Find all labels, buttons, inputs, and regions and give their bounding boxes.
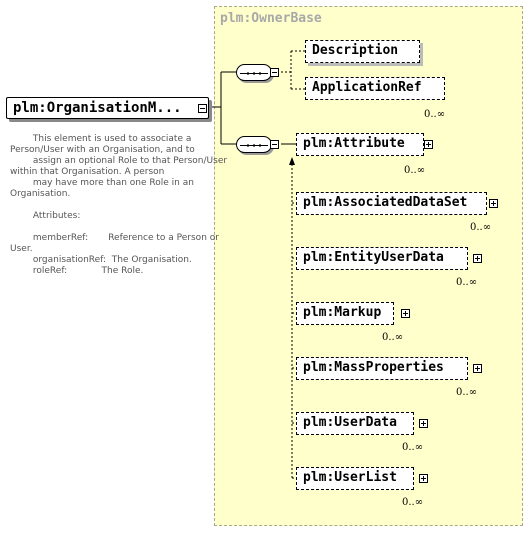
cardinality-label: 0..∞ [470,222,492,233]
documentation-line: assign an optional Role to that Person/U… [10,156,228,166]
element-label: Description [312,43,399,58]
element-label: plm:UserList [303,470,397,485]
element-node-markup[interactable]: plm:Markup [296,302,410,328]
element-label: plm:AssociatedDataSet [303,195,468,210]
collapse-icon[interactable] [198,104,207,113]
element-node-userlist[interactable]: plm:UserList [296,467,428,493]
documentation-line [10,222,210,233]
element-node-userdata[interactable]: plm:UserData [296,412,428,438]
expand-icon[interactable] [473,254,482,263]
element-node-entityuserdata[interactable]: plm:EntityUserData [296,247,482,273]
cardinality-label: 0..∞ [382,332,404,343]
expand-icon[interactable] [401,309,410,318]
documentation-line: organisationRef: The Organisation. [10,255,192,265]
documentation-line: within that Organisation. A person [10,167,165,177]
documentation-line: User. [10,244,33,254]
cardinality-label: 0..∞ [456,277,478,288]
expand-icon[interactable] [424,140,433,149]
collapse-icon[interactable] [270,68,279,77]
expand-icon[interactable] [489,199,498,208]
cardinality-label: 0..∞ [402,497,424,508]
cardinality-label: 0..∞ [456,387,478,398]
element-node-associateddataset[interactable]: plm:AssociatedDataSet [296,192,498,218]
element-node-applicationref[interactable]: ApplicationRef [305,77,448,103]
expand-icon[interactable] [419,474,428,483]
cardinality-label: 0..∞ [424,109,446,120]
documentation-line: roleRef: The Role. [10,266,144,276]
documentation-line [10,200,210,211]
element-label: plm:EntityUserData [303,250,444,265]
collapse-icon[interactable] [270,140,279,149]
cardinality-label: 0..∞ [404,165,426,176]
element-label: ApplicationRef [312,80,422,95]
element-node-attribute[interactable]: plm:Attribute [296,133,433,159]
element-node-massproperties[interactable]: plm:MassProperties [296,357,482,383]
documentation-line: memberRef: Reference to a Person or [10,233,219,243]
root-element-label: plm:OrganisationM... [13,100,182,116]
ownerbase-group-title: plm:OwnerBase [220,11,322,26]
expand-icon[interactable] [473,364,482,373]
element-label: plm:Markup [303,305,382,320]
sequence-dots-icon [240,144,268,147]
element-node-description[interactable]: Description [305,40,420,63]
sequence-compositor-bottom [236,136,272,153]
root-element-node[interactable]: plm:OrganisationM... [6,97,209,119]
cardinality-label: 0..∞ [402,442,424,453]
documentation-line: Attributes: [10,211,81,221]
element-label: plm:UserData [303,415,397,430]
element-label: plm:Attribute [303,136,405,151]
documentation-line: may have more than one Role in an [10,178,194,188]
sequence-compositor-top [236,64,272,81]
documentation-line: This element is used to associate a [10,134,192,144]
documentation-line: Organisation. [10,189,71,199]
sequence-dots-icon [240,72,268,75]
documentation-line: Person/User with an Organisation, and to [10,145,195,155]
expand-icon[interactable] [419,419,428,428]
element-label: plm:MassProperties [303,360,444,375]
